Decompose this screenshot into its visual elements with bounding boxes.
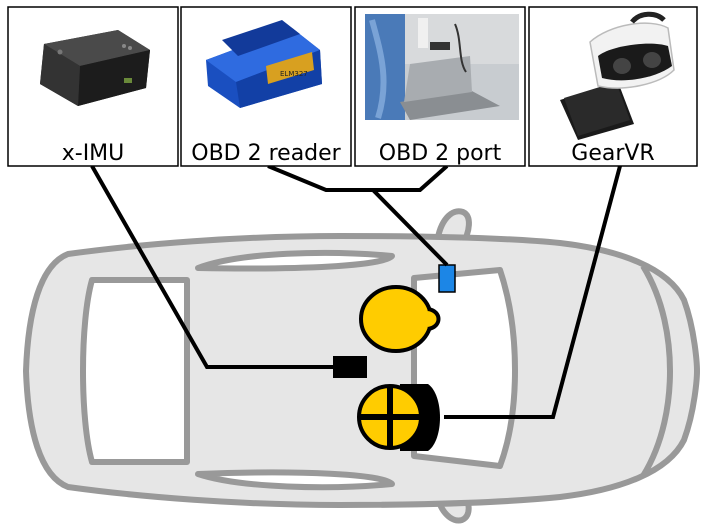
obd-port-connector [371, 188, 449, 267]
obd-port-marker [438, 264, 456, 293]
vr-headset-icon [560, 11, 675, 140]
ximu-connector [90, 165, 333, 369]
card-obd-reader-label: OBD 2 reader [191, 141, 341, 166]
side-window-bottom [195, 469, 395, 491]
gearvr-connector [444, 165, 622, 419]
imu-sensor-icon [40, 30, 150, 106]
svg-text:ELM327: ELM327 [280, 70, 308, 78]
side-window-top [195, 249, 395, 272]
rear-window [80, 277, 190, 465]
card-ximu-label: x-IMU [62, 141, 125, 166]
card-obd-port-label: OBD 2 port [379, 141, 502, 166]
obd-reader-icon: ELM327 [206, 20, 322, 108]
imu-box [333, 356, 367, 378]
obd-port-icon [365, 14, 519, 120]
hood-line [640, 264, 674, 478]
passenger-seat [359, 285, 441, 353]
connector-lines [90, 164, 622, 419]
card-obd-reader: ELM327 OBD 2 reader [180, 6, 352, 167]
driver-seat [357, 384, 440, 451]
card-obd-port: OBD 2 port [354, 6, 526, 167]
card-gearvr-label: GearVR [571, 141, 654, 166]
obd-connector [267, 164, 449, 192]
card-ximu: x-IMU [7, 6, 179, 167]
card-gearvr: GearVR [528, 6, 698, 167]
